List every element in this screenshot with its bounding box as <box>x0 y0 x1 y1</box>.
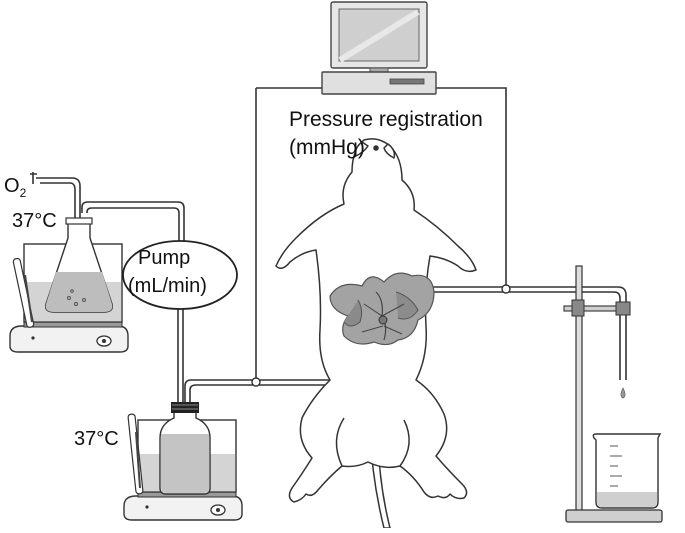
top-temperature-label: 37°C <box>12 210 57 232</box>
oxygen-tube <box>36 177 81 305</box>
pressure-registration-label: Pressure registration <box>289 108 483 131</box>
oxygen-label-subscript: 2 <box>19 186 27 200</box>
pump-ellipse <box>122 240 238 310</box>
beaker-icon <box>592 433 662 509</box>
retort-stand-icon <box>563 265 663 523</box>
liver-icon <box>329 272 435 346</box>
pump-unit-label: (mL/min) <box>128 275 207 297</box>
outflow-drop <box>620 387 626 399</box>
pressure-junction-bottom <box>251 377 261 387</box>
reservoir-bottle-icon <box>159 402 211 495</box>
pump-label: Pump <box>138 247 191 269</box>
oxygen-valve <box>30 172 37 184</box>
oxygen-label: O2 <box>4 175 26 200</box>
hotplate-stirrer-icon <box>123 490 243 521</box>
pump-to-bottle-tube <box>177 305 184 402</box>
hotplate-stirrer-icon <box>9 320 129 353</box>
flask-to-pump-tube-inner <box>86 207 180 245</box>
thermometer-icon <box>127 413 144 495</box>
pressure-junction-right <box>501 284 511 294</box>
thermometer-icon <box>12 257 35 328</box>
computer-monitor-icon <box>321 1 437 95</box>
liver-to-outflow-tube-inner <box>420 291 621 380</box>
oxygen-label-main: O <box>4 175 20 197</box>
flask-to-pump-tube <box>81 201 185 245</box>
pressure-unit-label: (mmHg) <box>289 136 365 159</box>
oxygen-tube-inner <box>40 182 76 305</box>
liver-to-outflow-tube <box>420 286 627 380</box>
oxygenation-flask-icon <box>44 217 114 313</box>
bottom-temperature-label: 37°C <box>74 428 119 450</box>
